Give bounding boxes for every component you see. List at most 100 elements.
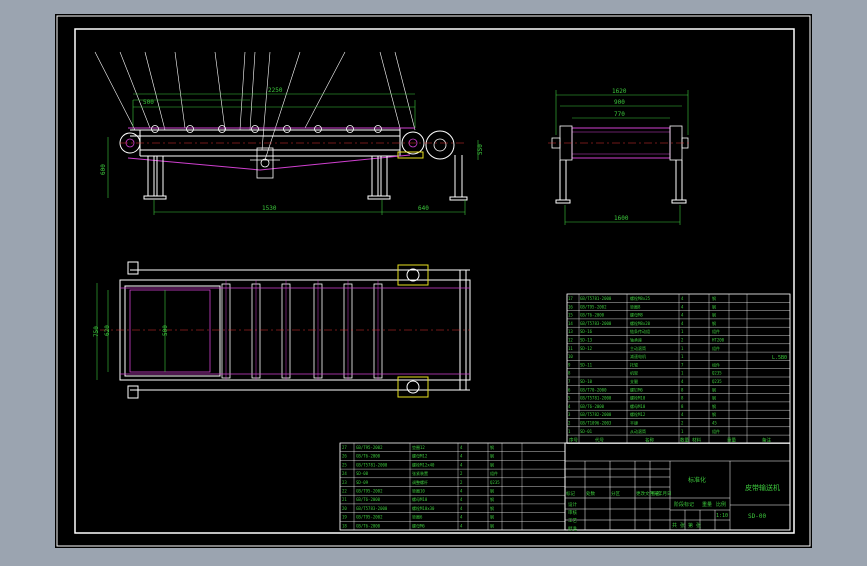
bom-cell: 20 [342,506,347,511]
bom-cell: 螺钉M6 [630,386,643,392]
bom-cell: 1 [681,346,684,351]
title-block: 标记处数分区更改文件号签名年月日 设计审核工艺批准 标准化 皮带输送机 SD-0… [564,442,791,532]
bom-cell: 1 [681,329,684,334]
bom-cell: 螺母M8 [630,312,643,318]
bom-cell: GB/T5781-2000 [356,462,388,467]
bom-cell: 10 [568,354,573,359]
bom-cell: GB/T95-2002 [356,445,383,450]
bom-cell: 钢 [490,488,494,494]
bom-cell: 14 [568,321,573,326]
support-legs [143,155,468,201]
front-bottom-dimensions [107,137,479,215]
bom-cell: 7 [681,362,684,367]
bom-header-cell: 材料 [692,436,701,443]
bom-cell: 机架 [630,370,638,376]
bom-cell: 25 [342,462,347,467]
role-cell: 设计 [568,501,577,508]
bom-cell: 螺栓M12 [630,411,646,417]
bom-cell: 钢 [712,411,716,417]
bom-cell: 2 [681,338,684,343]
role-cell: 工艺 [568,518,577,524]
change-header-cell: 处数 [586,490,595,497]
bom-cell: 15 [568,313,573,318]
bom-cell: 4 [460,454,463,459]
outer-border [56,15,811,547]
bom-cell: 4 [460,445,463,450]
bom-cell: GB/T5783-2000 [580,321,612,326]
bom-cell: 垫圈10 [412,488,425,494]
change-header-cell: 分区 [611,490,620,497]
title-block-change-headers: 标记处数分区更改文件号签名年月日 [566,490,672,497]
bom-cell: GB/T6-2000 [580,313,605,318]
bom-cell: 钢 [712,303,716,309]
bom-cell: GB/T1096-2003 [580,421,612,426]
bom-cell: 18 [342,523,347,528]
ratio-label: 比例 [716,501,726,508]
bom-cell: 27 [342,445,347,450]
scale-value: 1:10 [716,513,728,519]
side-dim-inner: 770 [614,111,625,118]
bom-header-cell: 数量 [680,436,689,443]
bom-cell: 23 [342,480,347,485]
bom-cell: 钢 [712,386,716,392]
dim-overall-length: 1530 [262,205,277,212]
bom-cell: 垫圈12 [412,444,425,450]
bom-cell: 1 [681,354,684,359]
bom-cell: 钢 [490,522,494,528]
plan-dim-left-inner: 620 [104,325,111,336]
bom-cell: 调整螺杆 [412,479,428,485]
bom-cell: GB/T6-2000 [580,404,605,409]
bom-cell: 8 [681,396,684,401]
bom-cell: 螺栓M12x40 [412,461,435,467]
bom-header-cell: 备注 [762,436,771,443]
bom-cell: 螺栓M8x20 [630,320,651,326]
bom-cell: 螺栓M8x25 [630,295,651,301]
bom-cell: 5 [568,396,571,401]
bom-header-cell: 名称 [645,436,654,443]
bom-cell: 9 [568,362,571,367]
bom-cell: 钢 [712,403,716,409]
bom-cell: 螺栓M10x30 [412,505,435,511]
company-label: 标准化 [688,476,706,484]
drawing-sheet-background [55,14,812,548]
plan-view: 750 620 500 [93,261,471,399]
bom-cell: 24 [342,471,347,476]
bom-cell: 组件 [712,345,720,351]
bom-cell: 7 [568,379,571,384]
bom-cell: 张紧装置 [412,470,428,476]
side-dim-top: 1620 [612,88,627,95]
bom-cell: GB/T5781-2000 [580,296,612,301]
bom-cell: SD-16 [580,329,593,334]
bom-cell: 组件 [490,470,498,476]
bom-cell: GB/T95-2002 [580,304,607,309]
change-header-cell: 标记 [566,490,575,497]
bom-cell: 26 [342,454,347,459]
bom-cell: 钢 [490,496,494,502]
bom-cell: 钢 [490,461,494,467]
bom-cell: 4 [568,404,571,409]
change-header-cell: 签名 [651,490,660,497]
bom-cell: 6 [568,387,571,392]
bom-header-cell: 代号 [595,436,604,443]
bom-cell: 从动滚筒 [630,428,646,434]
sheet-label: 共 张 第 张 [672,522,701,529]
bom-cell: 螺母M10 [412,496,428,502]
bom-cell: 8 [568,371,571,376]
bom-cell: SD-12 [580,346,593,351]
bom-cell: 减速电机 [630,353,646,359]
bom-cell: 钢 [712,312,716,318]
bom-cell: 钢 [490,453,494,459]
bom-cell: 轴承座 [630,337,642,343]
change-header-cell: 更改文件号 [636,490,659,497]
bom-cell: 22 [342,489,347,494]
bom-cell: 组件 [712,328,720,334]
bom-cell: 4 [681,304,684,309]
bom-cell: 钢 [712,395,716,401]
bom-cell: SD-11 [580,362,593,367]
bom-cell: 钢 [490,514,494,520]
bom-header-cell: 序号 [569,436,578,443]
bom-cell: 4 [460,497,463,502]
bom-cell: HT200 [712,338,725,343]
bom-cell: 组件 [712,361,720,367]
